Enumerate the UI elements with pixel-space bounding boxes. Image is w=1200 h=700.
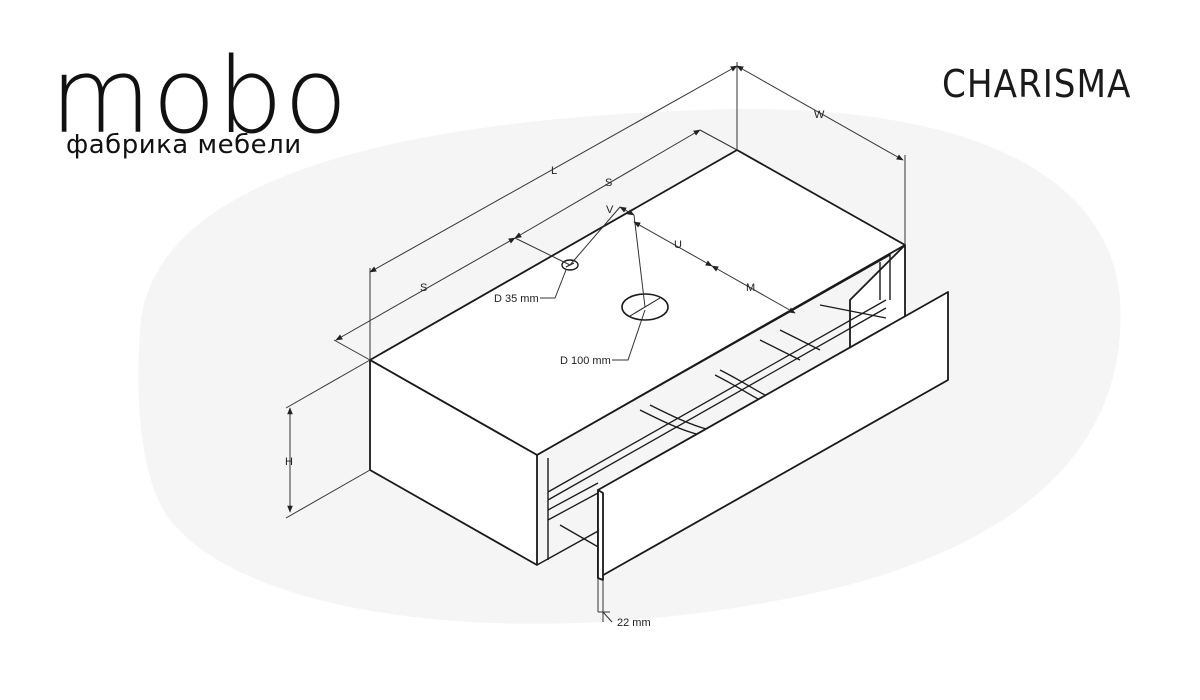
front-thickness-label: 22 mm [617, 617, 651, 629]
product-title: CHARISMA [942, 62, 1132, 106]
dim-L-label: L [551, 165, 557, 177]
dim-S-left-label: S [420, 282, 427, 294]
hole-small-label: D 35 mm [494, 293, 539, 305]
dim-S-top-label: S [605, 177, 612, 189]
hole-large-label: D 100 mm [560, 355, 611, 367]
brand-logo: mobo [50, 35, 349, 157]
cabinet-opening [536, 253, 891, 566]
dim-V-label: V [606, 204, 614, 216]
dim-M-label: M [746, 282, 755, 294]
brand-tagline: фабрика мебели [66, 130, 302, 160]
dimension-labels: L W S S V U M H D 35 mm D 100 mm 22 mm [285, 109, 825, 629]
dim-U-label: U [674, 239, 682, 251]
dim-W-label: W [814, 109, 825, 121]
drawer-rails [547, 299, 887, 549]
dimension-lines [285, 62, 906, 623]
dim-H-label: H [285, 456, 293, 468]
